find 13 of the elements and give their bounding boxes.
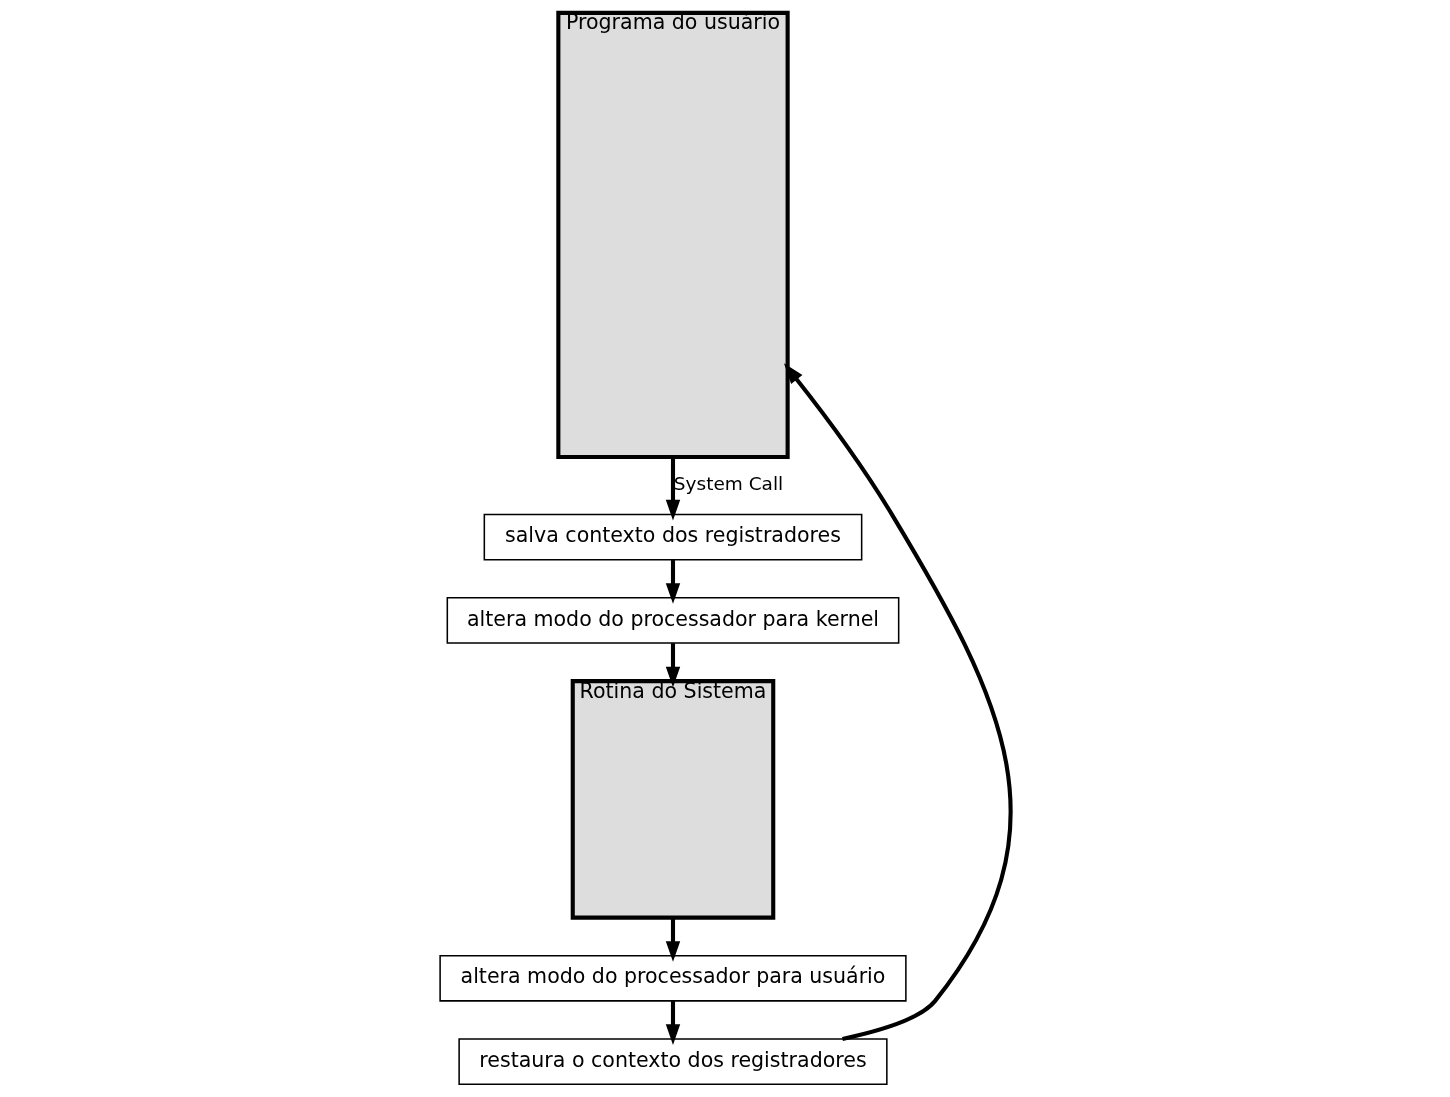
arrow [665,457,680,521]
node-box: restaura o contexto dos registradores [457,1038,888,1085]
arrow [665,560,680,604]
edge-label: System Call [673,473,783,495]
node-box: altera modo do processador para kernel [446,597,899,644]
node-box: altera modo do processador para usuário [438,954,907,1002]
arrow [665,1001,680,1045]
arrow [665,917,680,962]
arrow [783,363,1012,1041]
node-box: Programa do usuário [555,10,790,460]
node-box: Rotina do Sistema [570,679,775,920]
arrow [665,643,680,688]
node-box: salva contexto dos registradores [483,513,862,561]
